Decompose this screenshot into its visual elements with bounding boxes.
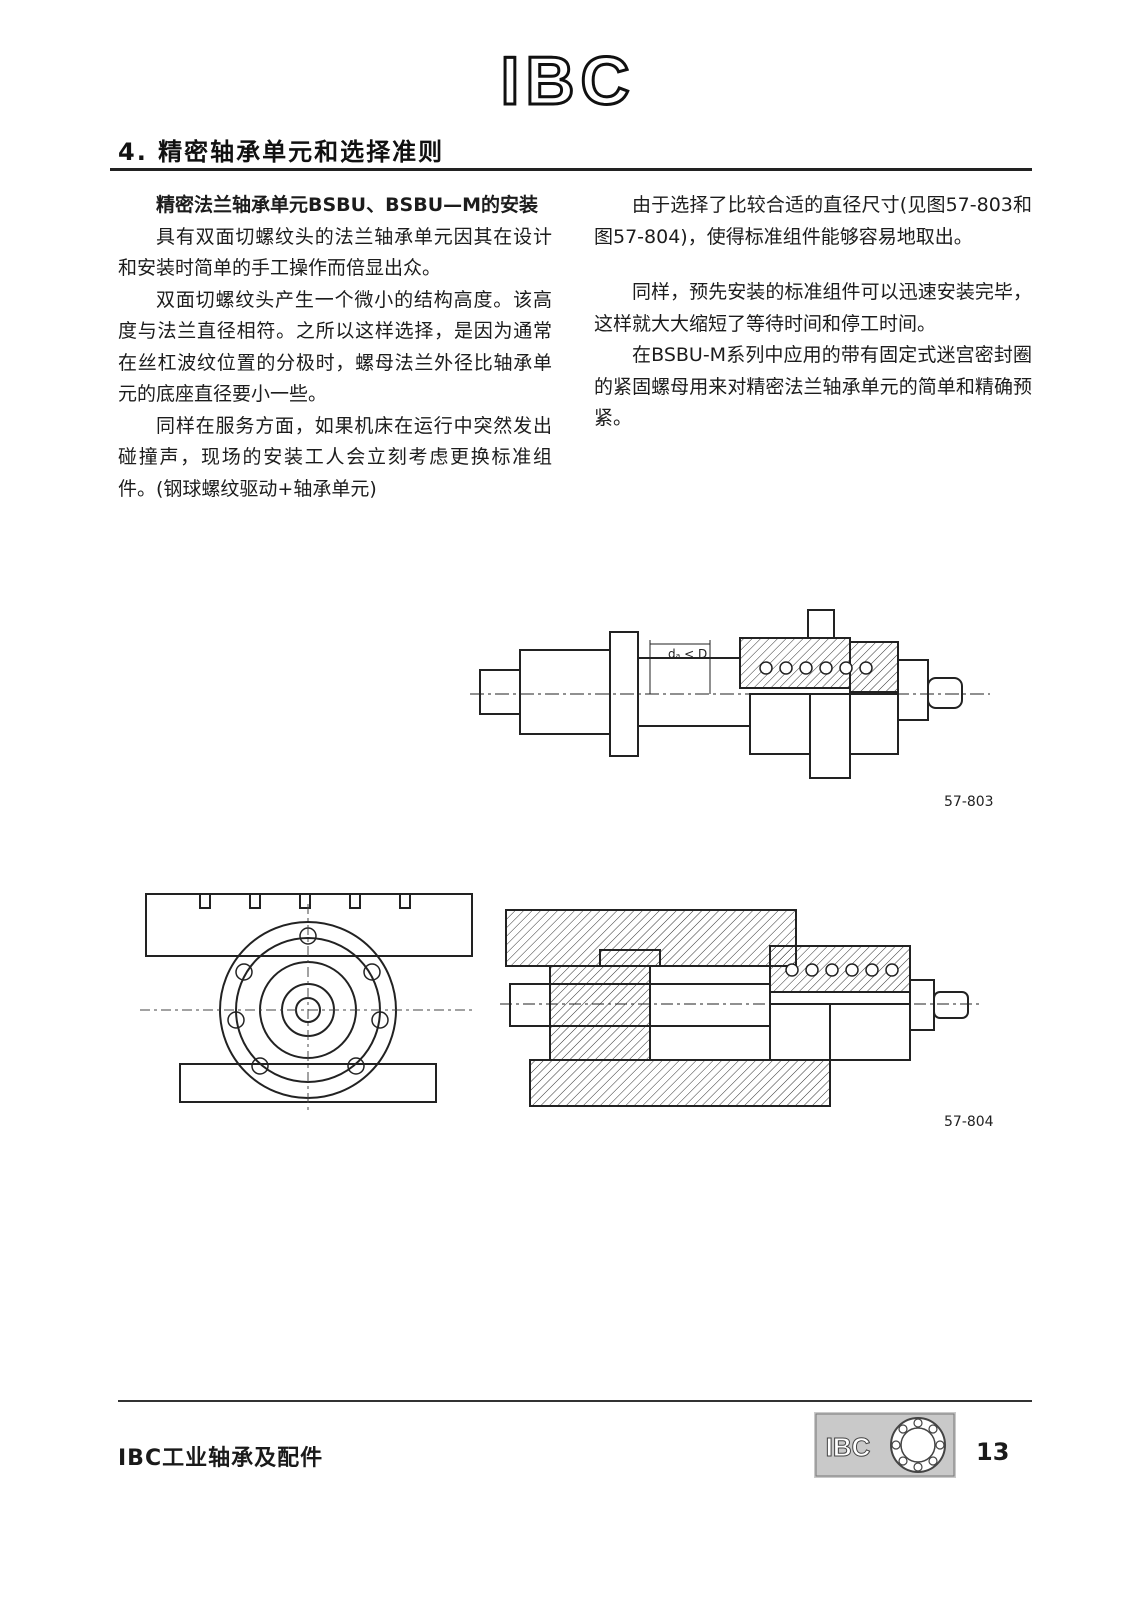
dimension-label: dₐ < D [668,647,707,661]
footer-ibc-logo: IBC [814,1412,956,1478]
section-title: 4. 精密轴承单元和选择准则 [118,138,445,166]
footer-title: IBC工业轴承及配件 [118,1446,324,1471]
svg-text:IBC: IBC [500,48,635,112]
ibc-logo: IBC IBC [499,48,635,112]
paragraph: 由于选择了比较合适的直径尺寸(见图57-803和图57-804)，使得标准组件能… [594,194,1032,248]
paragraph: 具有双面切螺纹头的法兰轴承单元因其在设计和安装时简单的手工操作而倍显出众。 [118,225,552,280]
section-heading: 精密法兰轴承单元BSBU、BSBU—M的安装 [156,194,539,216]
left-column: 精密法兰轴承单元BSBU、BSBU—M的安装 具有双面切螺纹头的法兰轴承单元因其… [118,190,552,505]
footer-rule [118,1400,1032,1402]
figure-57-803-drawing: dₐ < D [470,609,990,779]
figure-57-804-side-view [500,909,980,1107]
right-column: 由于选择了比较合适的直径尺寸(见图57-803和图57-804)，使得标准组件能… [594,190,1032,435]
figure-caption: 57-803 [944,794,994,810]
page-number: 13 [976,1438,1010,1466]
svg-text:IBC: IBC [500,48,635,112]
paragraph: 在BSBU-M系列中应用的带有固定式迷宫密封圈的紧固螺母用来对精密法兰轴承单元的… [594,344,1032,429]
svg-text:IBC: IBC [826,1432,871,1462]
figure-caption: 57-804 [944,1114,994,1130]
paragraph: 同样在服务方面，如果机床在运行中突然发出碰撞声，现场的安装工人会立刻考虑更换标准… [118,414,552,500]
figure-57-804-front-view [140,893,476,1110]
paragraph: 同样，预先安装的标准组件可以迅速安装完毕，这样就大大缩短了等待时间和停工时间。 [594,281,1032,335]
title-rule [110,168,1032,171]
paragraph: 双面切螺纹头产生一个微小的结构高度。该高度与法兰直径相符。之所以这样选择，是因为… [118,288,552,406]
